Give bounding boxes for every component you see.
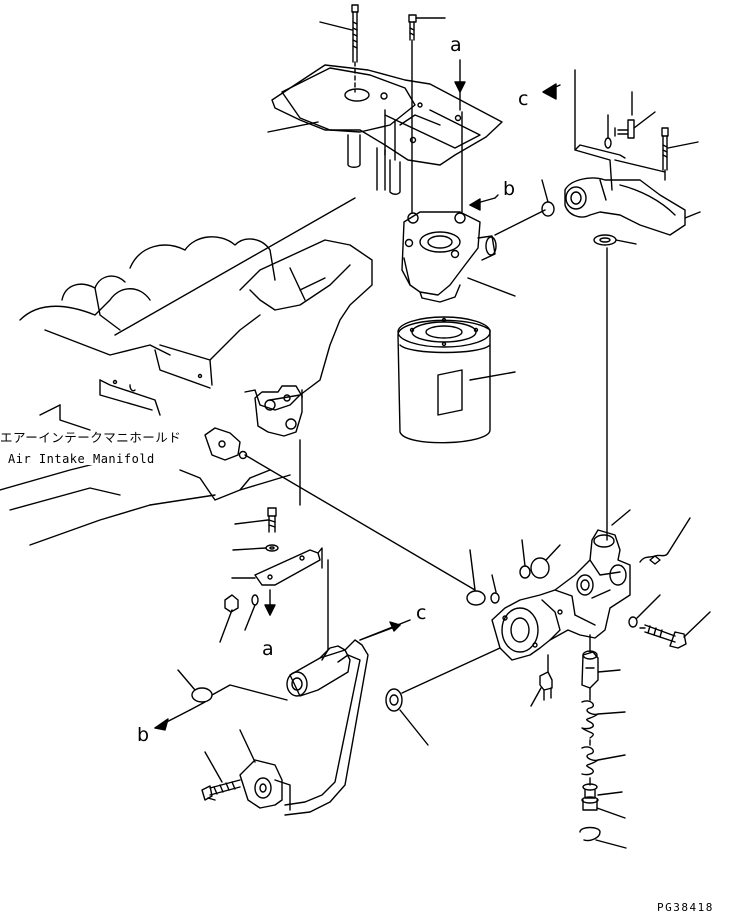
pipe-bracket-drawing bbox=[154, 507, 501, 816]
label-c-top: c bbox=[518, 88, 529, 110]
label-a-top: a bbox=[450, 34, 462, 56]
label-b-top: b bbox=[503, 178, 516, 200]
label-a-bottom: a bbox=[262, 638, 274, 660]
figure-code: PG38418 bbox=[657, 901, 714, 914]
air-intake-manifold-drawing bbox=[0, 197, 373, 546]
filter-head-drawing bbox=[401, 194, 546, 303]
gaskets-drawing bbox=[244, 389, 500, 606]
manifold-caption-jp: エアーインテークマニホールド bbox=[0, 430, 182, 445]
label-c-bottom: c bbox=[416, 602, 427, 624]
label-b-bottom: b bbox=[137, 724, 150, 746]
filter-bracket-drawing bbox=[267, 4, 503, 213]
valve-body-drawing bbox=[491, 509, 711, 849]
oil-filter-drawing bbox=[397, 316, 516, 444]
manifold-caption-en: Air Intake Manifold bbox=[8, 452, 155, 466]
elbow-fitting-drawing bbox=[541, 69, 701, 541]
